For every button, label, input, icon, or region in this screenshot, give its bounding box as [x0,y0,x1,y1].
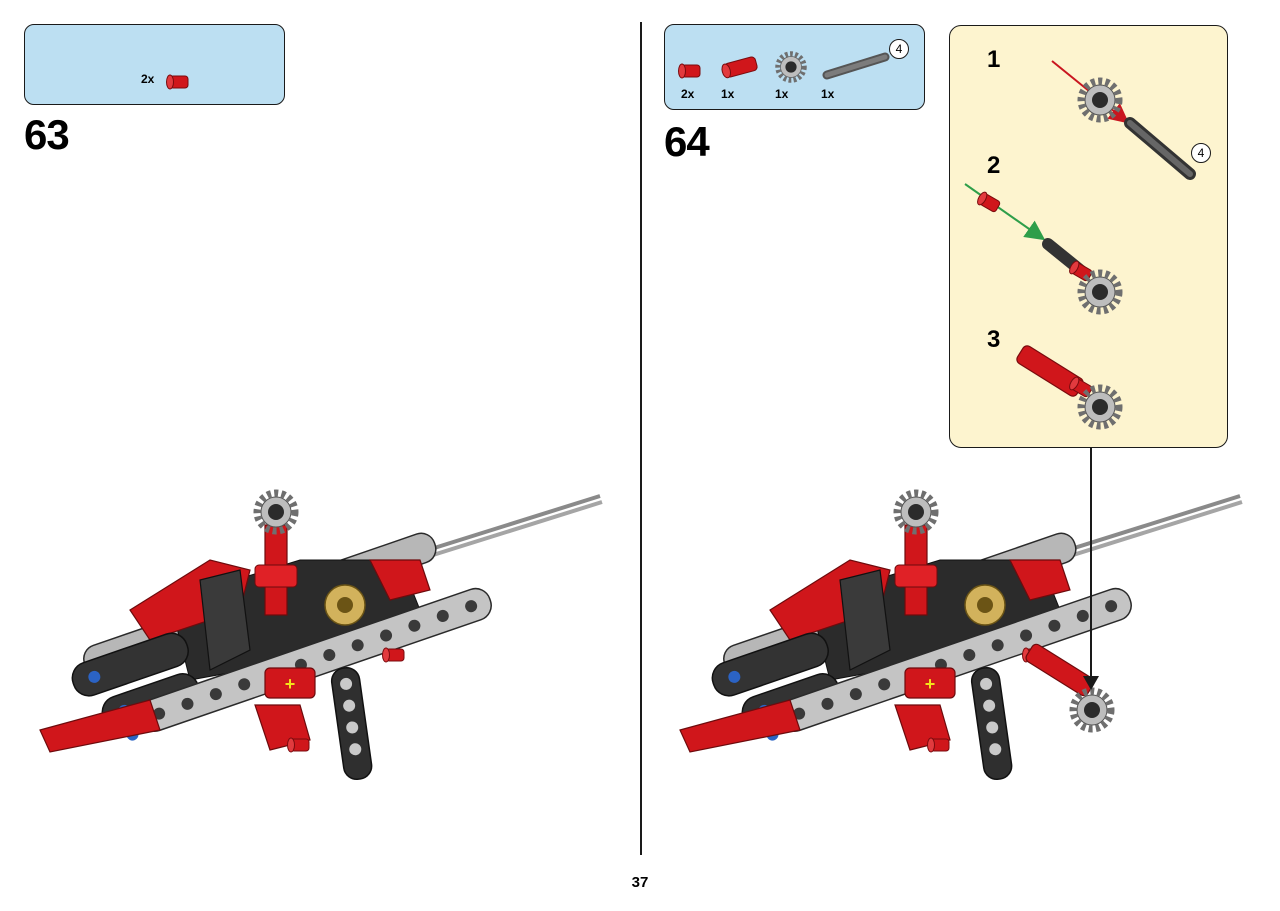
parts-box-step-64: 2x 1x 1x 1x 4 [664,24,925,110]
step-number: 64 [664,118,710,165]
axle-length-badge: 4 [1191,143,1211,163]
green-arrow [964,183,1046,241]
step-number: 63 [24,111,70,158]
part-qty: 1x [775,87,789,101]
substep-1-illustration [964,60,1196,447]
parts-box-step-63: 2x [24,24,285,105]
page-number: 37 [631,874,649,891]
red-axle-connector-icon [721,56,758,79]
gray-axle-icon [822,52,890,80]
axle-length-badge: 4 [889,39,909,59]
substep-number: 1 [987,46,1001,73]
substep-number: 2 [987,152,1001,179]
substep-number: 3 [987,326,1001,353]
part-qty: 2x [141,72,155,86]
part-qty: 2x [681,87,695,101]
part-qty: 1x [821,87,835,101]
part-qty: 1x [721,87,735,101]
page-divider [640,22,642,855]
subassembly-panel: 1 2 3 4 [949,25,1228,448]
